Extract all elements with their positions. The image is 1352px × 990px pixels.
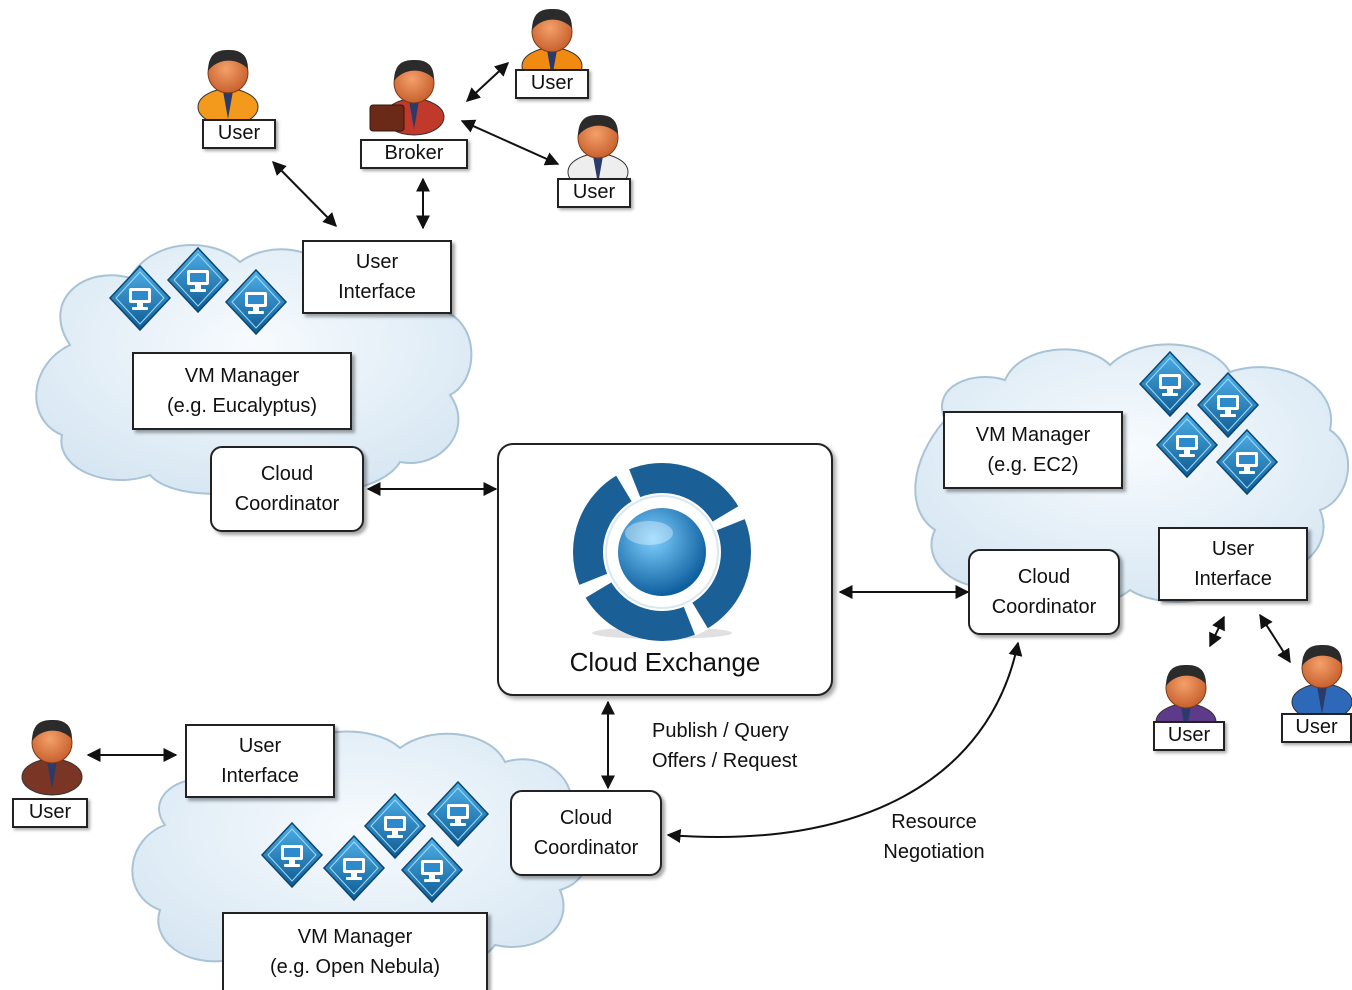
arrow-resource-negotiation [666,641,1023,843]
cloud-exchange-box[interactable]: Cloud Exchange [497,443,833,696]
negotiation-line1: Resource [891,811,977,833]
publish-line2: Offers / Request [652,750,798,772]
user-label: User [1153,721,1225,751]
user-label: User [557,178,631,208]
ui-line2: Interface [221,765,299,787]
ui-line1: User [238,735,282,757]
coord-line1: Cloud [559,807,613,829]
cloud-exchange-title: Cloud Exchange [569,647,761,677]
vm-manager-box: VM Manager (e.g. EC2) [943,411,1123,489]
arrow-broker-user-right [460,119,560,166]
broker-avatar-icon [369,59,445,136]
vm-line2: (e.g. Open Nebula) [269,956,441,978]
user-label: User [515,69,589,99]
user-avatar-icon [21,719,83,796]
ui-line1: User [355,251,399,273]
arrow-user-ui [272,161,337,227]
arrow-ui-user-right [1259,613,1291,664]
ui-line1: User [1211,538,1255,560]
connectors [86,62,1291,843]
coord-line2: Coordinator [533,837,639,859]
publish-line1: Publish / Query [652,720,789,742]
vm-line2: (e.g. Eucalyptus) [166,395,318,417]
arrow-ui-user-left [1209,615,1225,648]
coord-line1: Cloud [260,463,314,485]
publish-query-label: Publish / Query Offers / Request [652,716,797,776]
vm-line2: (e.g. EC2) [987,454,1079,476]
arrow-broker-user-top [465,62,510,102]
ui-line2: Interface [338,281,416,303]
cloud-exchange-logo [572,462,752,642]
user-label: User [1281,713,1352,743]
user-avatar-icon [197,49,259,126]
vm-manager-box: VM Manager (e.g. Open Nebula) [222,912,488,990]
coord-line1: Cloud [1017,566,1071,588]
vm-manager-box: VM Manager (e.g. Eucalyptus) [132,352,352,430]
vm-line1: VM Manager [975,424,1091,446]
user-label: User [12,798,88,828]
resource-negotiation-label: Resource Negotiation [880,807,988,867]
coord-line2: Coordinator [991,596,1097,618]
vm-line1: VM Manager [184,365,300,387]
user-label: User [202,119,276,149]
coord-line2: Coordinator [234,493,340,515]
user-avatar-icon [1291,644,1352,721]
broker-label: Broker [360,139,468,169]
vm-line1: VM Manager [297,926,413,948]
negotiation-line2: Negotiation [883,841,985,863]
ui-line2: Interface [1194,568,1272,590]
